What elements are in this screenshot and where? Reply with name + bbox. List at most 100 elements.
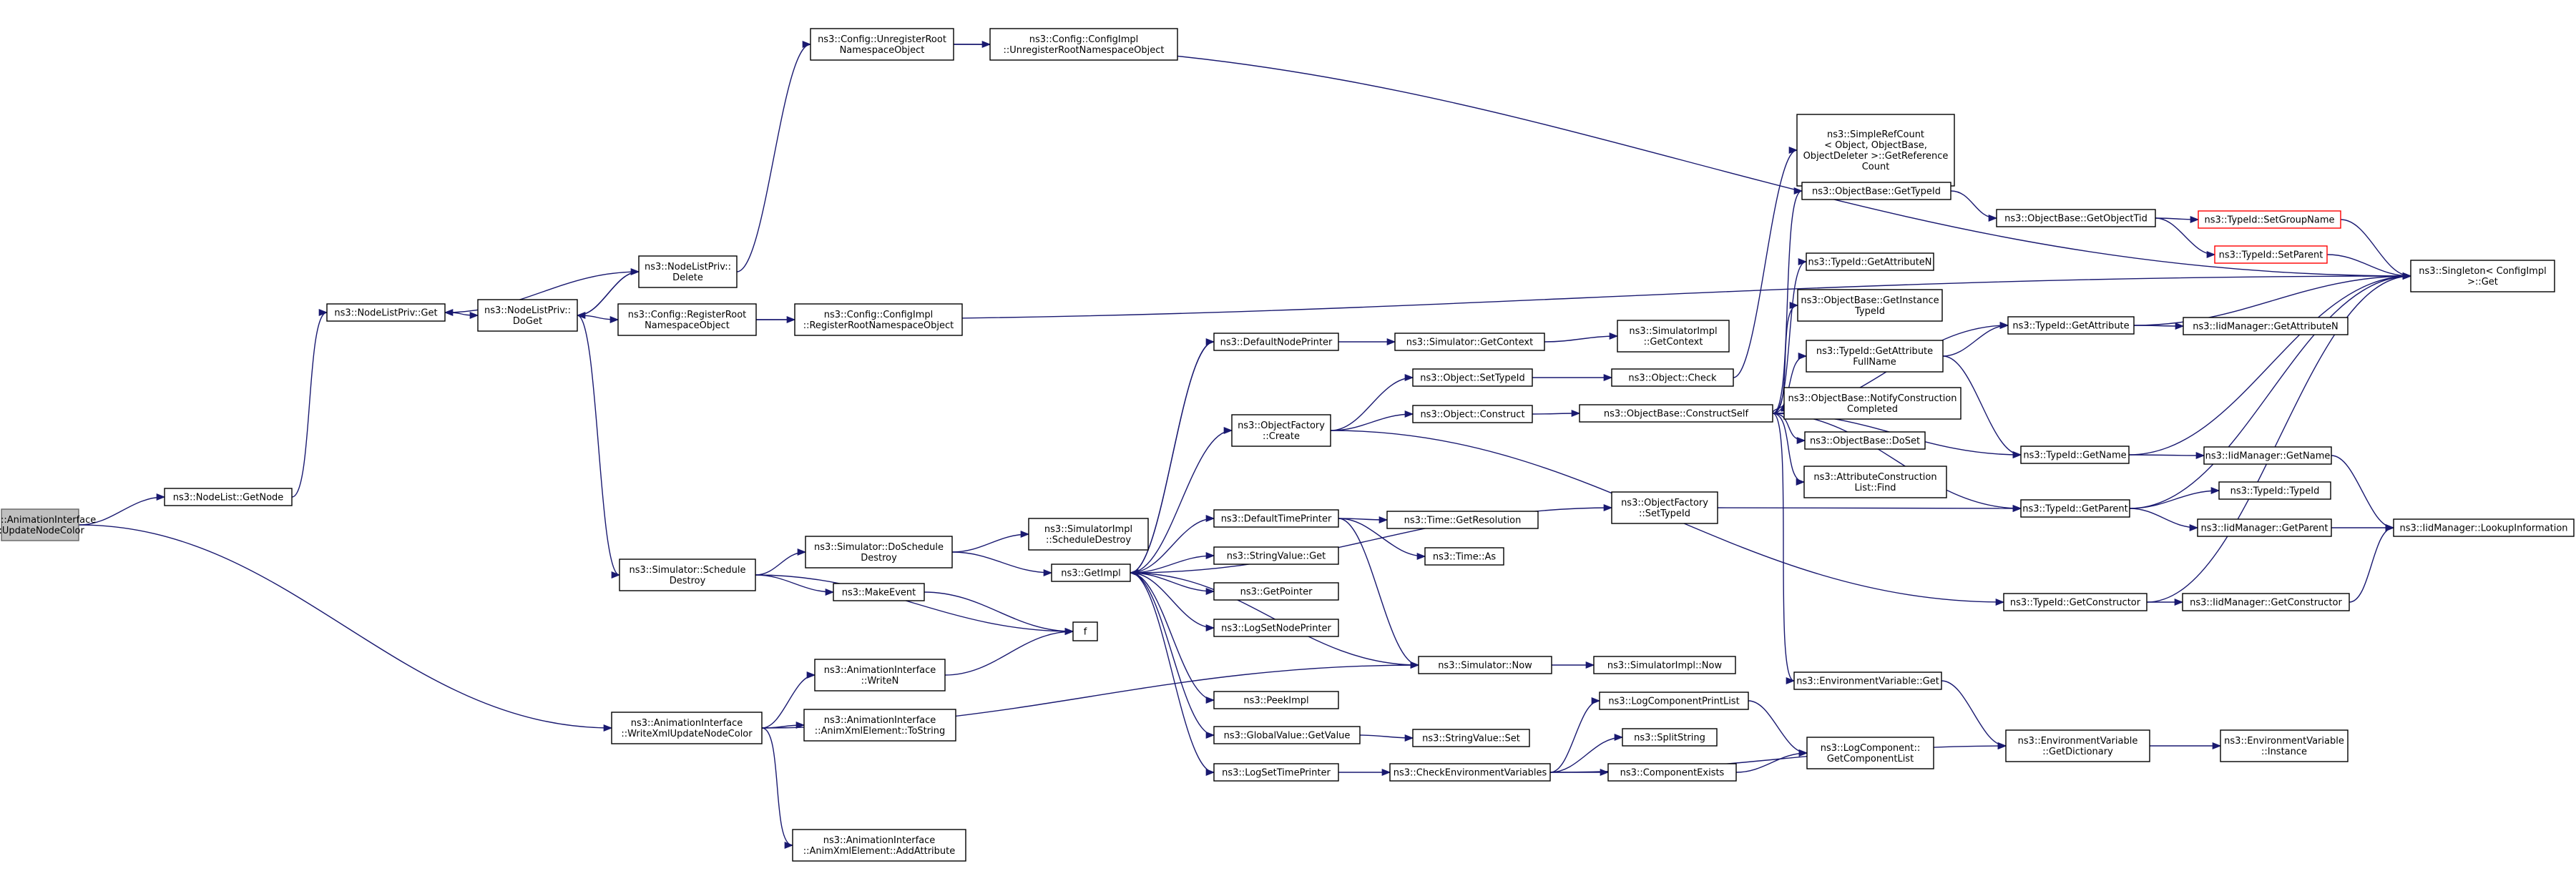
node-label: Destroy [670,576,706,586]
node-logcomp-printlist[interactable]: ns3::LogComponentPrintList [1599,692,1749,710]
node-cfgimpl-unreg[interactable]: ns3::Config::ConfigImpl::UnregisterRootN… [989,28,1178,61]
node-objfactory-create[interactable]: ns3::ObjectFactory::Create [1231,414,1331,447]
node-tid-getconstructor[interactable]: ns3::TypeId::GetConstructor [2003,593,2148,611]
node-globalvalue-getvalue[interactable]: ns3::GlobalValue::GetValue [1213,726,1361,744]
node-box [2182,593,2350,611]
edge-getimpl-to-objfactory-settypeid [1130,503,1613,574]
node-tid-setgroupname[interactable]: ns3::TypeId::SetGroupName [2198,210,2341,229]
node-addattr[interactable]: ns3::AnimationInterface::AnimXmlElement:… [792,829,966,862]
node-logsetnodeprinter[interactable]: ns3::LogSetNodePrinter [1213,619,1339,637]
node-env-get[interactable]: ns3::EnvironmentVariable::Get [1793,671,1942,690]
node-tid-getattrn[interactable]: ns3::TypeId::GetAttributeN [1806,252,1934,271]
node-def-time-printer[interactable]: ns3::DefaultTimePrinter [1213,509,1339,528]
node-tostring[interactable]: ns3::AnimationInterface::AnimXmlElement:… [803,709,956,742]
node-label: ObjectDeleter >::GetReference [1803,151,1949,162]
node-label: ns3::DefaultTimePrinter [1221,514,1332,525]
node-nlp-get[interactable]: ns3::NodeListPriv::Get [326,303,446,322]
node-iidmgr-getparent[interactable]: ns3::IidManager::GetParent [2197,518,2332,537]
node-def-node-printer[interactable]: ns3::DefaultNodePrinter [1213,333,1339,351]
node-singleton-get[interactable]: ns3::Singleton< ConfigImpl >::Get [2410,260,2555,292]
node-nlp-doget[interactable]: ns3::NodeListPriv::DoGet [477,299,578,332]
node-logsettimeprinter[interactable]: ns3::LogSetTimePrinter [1213,763,1339,782]
node-simplerefcount[interactable]: ns3::SimpleRefCount< Object, ObjectBase,… [1796,114,1955,187]
node-env-instance[interactable]: ns3::EnvironmentVariable::Instance [2220,729,2349,762]
node-ob-gettypeid[interactable]: ns3::ObjectBase::GetTypeId [1801,182,1951,200]
node-iidmgr-lookup[interactable]: ns3::IidManager::LookupInformation [2393,518,2575,537]
node-box [1806,252,1934,271]
node-getnode[interactable]: ns3::NodeList::GetNode [164,488,293,506]
node-label: ns3::GetPointer [1240,587,1313,598]
edge-writexml-to-addattr [761,727,794,849]
node-f[interactable]: f [1072,621,1098,641]
node-obj-settypeid[interactable]: ns3::Object::SetTypeId [1412,368,1533,387]
node-getpointer[interactable]: ns3::GetPointer [1213,582,1339,601]
node-label: Completed [1847,404,1898,415]
node-stringvalue-get[interactable]: ns3::StringValue::Get [1213,546,1339,565]
node-tid-typeid[interactable]: ns3::TypeId::TypeId [2218,481,2331,500]
node-simimpl-now[interactable]: ns3::SimulatorImpl::Now [1593,656,1736,674]
node-obj-construct[interactable]: ns3::Object::Construct [1412,405,1533,423]
node-compexists[interactable]: ns3::ComponentExists [1607,763,1737,782]
node-box [989,28,1178,61]
node-box [1389,763,1551,782]
node-writexml[interactable]: ns3::AnimationInterface::WriteXmlUpdateN… [611,712,763,744]
edge-getimpl-to-logsettimeprinter [1130,572,1215,776]
node-getimpl[interactable]: ns3::GetImpl [1051,564,1131,582]
node-iidmgr-getname[interactable]: ns3::IidManager::GetName [2203,446,2332,465]
node-objfactory-settypeid[interactable]: ns3::ObjectFactory::SetTypeId [1611,491,1718,524]
node-ob-constructself[interactable]: ns3::ObjectBase::ConstructSelf [1579,404,1773,423]
node-tid-getname[interactable]: ns3::TypeId::GetName [2020,446,2130,464]
node-env-getdict[interactable]: ns3::EnvironmentVariable::GetDictionary [2005,729,2150,762]
node-sim-getcontext[interactable]: ns3::Simulator::GetContext [1394,333,1545,351]
node-logcomp-getlist[interactable]: ns3::LogComponent::GetComponentList [1806,737,1934,769]
node-box [1394,333,1545,351]
node-root[interactable]: ns3::AnimationInterface::UpdateNodeColor [0,508,96,541]
node-iidmgr-getconstructor[interactable]: ns3::IidManager::GetConstructor [2182,593,2350,611]
node-check-env[interactable]: ns3::CheckEnvironmentVariables [1389,763,1551,782]
node-tid-getparent[interactable]: ns3::TypeId::GetParent [2020,499,2130,518]
node-ob-doset[interactable]: ns3::ObjectBase::DoSet [1804,431,1926,450]
node-label: ns3::Time::As [1433,552,1497,563]
node-cfg-unreg[interactable]: ns3::Config::UnregisterRootNamespaceObje… [810,28,954,61]
edge-do-sched-destroy-to-simimpl-sched [951,530,1030,553]
node-stringvalue-set[interactable]: ns3::StringValue::Set [1412,729,1530,747]
node-box [1579,404,1773,423]
node-writen[interactable]: ns3::AnimationInterface::WriteN [814,659,946,692]
node-nlp-delete[interactable]: ns3::NodeListPriv::Delete [638,255,738,288]
node-tid-setparent[interactable]: ns3::TypeId::SetParent [2214,245,2328,264]
node-time-getres[interactable]: ns3::Time::GetResolution [1386,511,1539,529]
node-ob-getobjtid[interactable]: ns3::ObjectBase::GetObjectTid [1996,209,2156,227]
node-ob-notify[interactable]: ns3::ObjectBase::NotifyConstructionCompl… [1783,387,1962,420]
node-cfg-reg[interactable]: ns3::Config::RegisterRootNamespaceObject [617,303,757,336]
node-label: ns3::Object::Check [1628,373,1717,384]
node-box [833,583,925,601]
node-simimpl-getcontext[interactable]: ns3::SimulatorImpl::GetContext [1617,320,1730,353]
node-iidmgr-getattributen[interactable]: ns3::IidManager::GetAttributeN [2183,317,2349,335]
node-tid-getattribute[interactable]: ns3::TypeId::GetAttribute [2007,316,2135,335]
node-sim-now[interactable]: ns3::Simulator::Now [1418,656,1552,674]
node-label: ns3::LogComponentPrintList [1608,697,1739,707]
node-time-as[interactable]: ns3::Time::As [1424,547,1504,566]
node-box [617,303,757,336]
node-peekimpl[interactable]: ns3::PeekImpl [1213,691,1339,709]
edge-nlp-delete-to-nlp-doget [576,271,640,320]
node-label: ns3::NodeListPriv::Get [334,308,437,319]
node-cfgimpl-reg[interactable]: ns3::Config::ConfigImpl::RegisterRootNam… [794,303,963,336]
node-box [1607,763,1737,782]
edge-tid-getname-to-singleton-get [2128,272,2412,456]
node-box [805,536,953,569]
edge-sim-getcontext-to-simimpl-getcontext [1544,332,1619,343]
node-simimpl-sched[interactable]: ns3::SimulatorImpl::ScheduleDestroy [1028,518,1149,551]
node-makeevent[interactable]: ns3::MakeEvent [833,583,925,601]
node-box [611,712,763,744]
node-splitstring[interactable]: ns3::SplitString [1622,728,1718,747]
node-obj-check[interactable]: ns3::Object::Check [1611,368,1734,387]
node-label: Count [1862,162,1890,172]
node-label: ns3::StringValue::Get [1227,551,1326,562]
node-label: ::AnimXmlElement::AddAttribute [803,846,956,857]
node-sched-destroy[interactable]: ns3::Simulator::ScheduleDestroy [619,558,756,591]
